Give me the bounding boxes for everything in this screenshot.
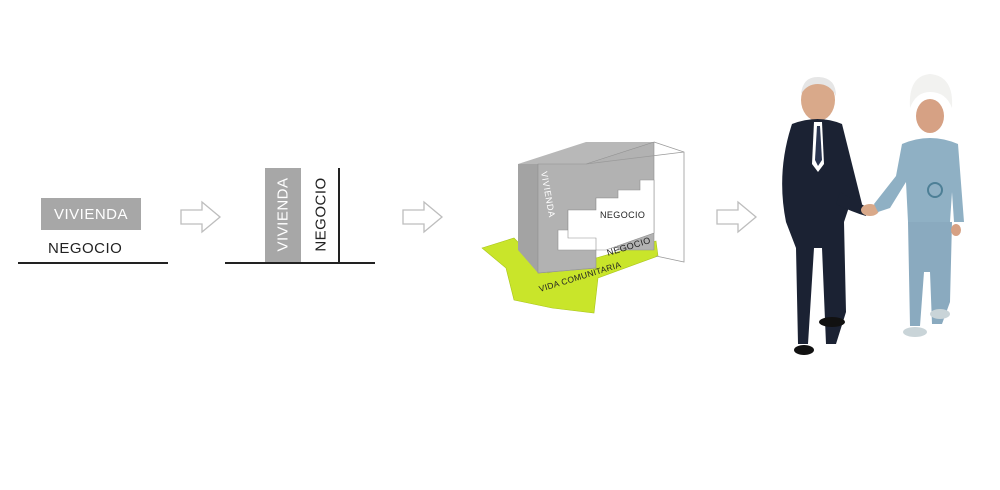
step2-vivienda-label: VIVIENDA	[274, 177, 292, 252]
step1-negocio-label: NEGOCIO	[48, 240, 123, 257]
step1-ground-line	[18, 262, 168, 264]
housing-top-face	[518, 142, 654, 164]
business-volume	[567, 179, 655, 251]
arrow-right-icon	[716, 200, 758, 234]
step2-ground-line	[225, 262, 375, 264]
step2-vivienda-block: VIVIENDA	[265, 168, 301, 263]
step1-vivienda-label: VIVIENDA	[53, 205, 129, 223]
step2-negocio-area: NEGOCIO	[304, 168, 337, 263]
step2-negocio-label: NEGOCIO	[312, 177, 330, 252]
arrow-right-icon	[180, 200, 222, 234]
people-handshake-illustration	[782, 74, 964, 355]
arrow-right-icon	[402, 200, 444, 234]
housing-front-face	[518, 164, 538, 273]
woman-figure	[874, 74, 964, 337]
step2-divider-line	[338, 168, 340, 263]
step3-negocio-label: NEGOCIO	[600, 210, 645, 220]
step3-building-diagram: VIVIENDA NEGOCIO NEGOCIO VIDA COMUNITARI…	[481, 141, 685, 314]
step1-vivienda-block: VIVIENDA	[41, 198, 141, 230]
businessman-figure	[782, 76, 879, 355]
outer-box-wireframe	[537, 141, 685, 274]
